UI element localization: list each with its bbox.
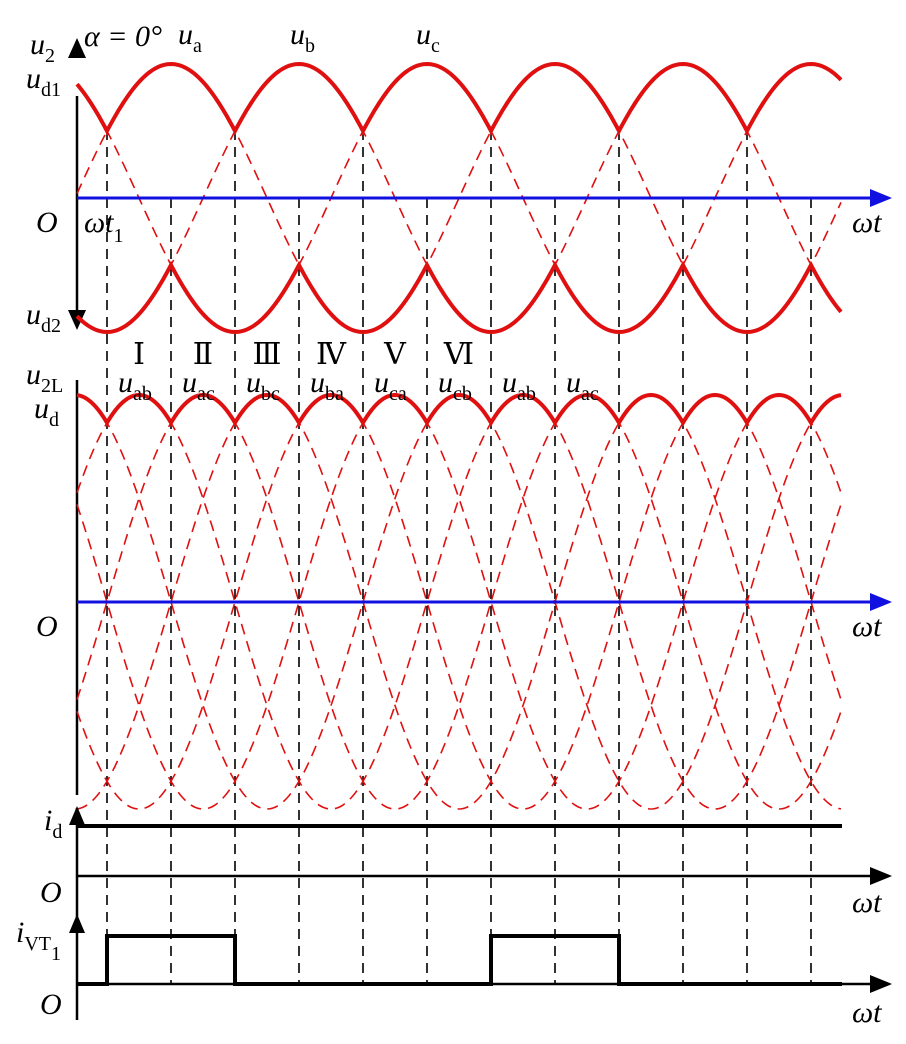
ub-wave bbox=[76, 63, 842, 333]
ua-label: ua bbox=[178, 18, 202, 57]
interval-label-4: Ⅳ bbox=[316, 338, 347, 371]
line-panel-time-arrowhead bbox=[870, 593, 892, 611]
wt1-label: ωt1 bbox=[84, 206, 124, 247]
interval-label-6: Ⅵ bbox=[443, 338, 474, 371]
commutation-guide-lines bbox=[106, 130, 812, 984]
ud1-label: ud1 bbox=[26, 62, 61, 101]
line-voltage-label-6: ucb bbox=[438, 366, 472, 405]
interval-label-3: Ⅲ bbox=[253, 338, 282, 371]
alpha-label: α = 0° bbox=[84, 20, 162, 53]
id-axis-arrowhead bbox=[69, 806, 85, 825]
ivt1-time-arrowhead bbox=[870, 975, 892, 993]
origin-label-4: O bbox=[40, 988, 62, 1021]
uc-label: uc bbox=[416, 18, 440, 57]
u2-axis-arrowhead bbox=[68, 38, 86, 58]
interval-label-5: Ⅴ bbox=[383, 338, 407, 371]
wt-label-3: ωt bbox=[852, 886, 882, 919]
line-voltage-waves bbox=[76, 392, 842, 810]
ud2-envelope bbox=[75, 260, 843, 335]
ivt1-label: iVT1 bbox=[16, 916, 61, 965]
line-voltage-label-3: ubc bbox=[246, 366, 280, 405]
line-voltage-label-1: uab bbox=[118, 366, 152, 405]
line-voltage-label-4: uba bbox=[310, 366, 344, 405]
ivt1-current-trace bbox=[77, 934, 842, 986]
phase-voltage-waves bbox=[75, 61, 843, 335]
id-time-arrowhead bbox=[870, 867, 892, 885]
u2-label: u2 bbox=[30, 28, 55, 67]
line-voltage-label-5: uca bbox=[374, 366, 407, 405]
interval-label-2: Ⅱ bbox=[193, 338, 213, 371]
line-voltage-wave-3 bbox=[76, 394, 842, 810]
interval-labels: Ⅰ Ⅱ Ⅲ Ⅳ Ⅴ Ⅵ bbox=[133, 338, 474, 371]
origin-label-3: O bbox=[40, 876, 62, 909]
ud-label: ud bbox=[34, 392, 59, 431]
wt-label-2: ωt bbox=[852, 610, 882, 643]
ub-label: ub bbox=[290, 18, 315, 57]
ud-envelope bbox=[76, 392, 842, 427]
line-voltage-label-8: uac bbox=[566, 366, 599, 405]
wt-label-4: ωt bbox=[852, 996, 882, 1029]
labels: u2 α = 0° ua ub uc ud1 O ωt1 ωt ud2 Ⅰ Ⅱ Ⅲ Ⅳ… bbox=[16, 18, 882, 1029]
phase-panel-time-arrowhead bbox=[870, 189, 892, 207]
line-voltage-label-7: uab bbox=[502, 366, 536, 405]
wt-label-1: ωt bbox=[852, 206, 882, 239]
line-voltage-panel bbox=[75, 380, 892, 810]
ud2-axis-arrowhead bbox=[68, 310, 86, 330]
origin-label-1: O bbox=[36, 206, 58, 239]
id-panel bbox=[69, 806, 892, 1020]
ud2-label: ud2 bbox=[26, 298, 61, 337]
ivt1-panel bbox=[69, 914, 892, 993]
phase-voltage-panel bbox=[68, 38, 892, 335]
id-label: id bbox=[44, 804, 62, 843]
ud1-envelope bbox=[75, 61, 843, 136]
origin-label-2: O bbox=[36, 610, 58, 643]
ivt1-axis-arrowhead bbox=[69, 914, 85, 933]
line-voltage-label-2: uac bbox=[182, 366, 215, 405]
interval-label-1: Ⅰ bbox=[133, 338, 145, 371]
u2L-label: u2L bbox=[26, 358, 63, 397]
